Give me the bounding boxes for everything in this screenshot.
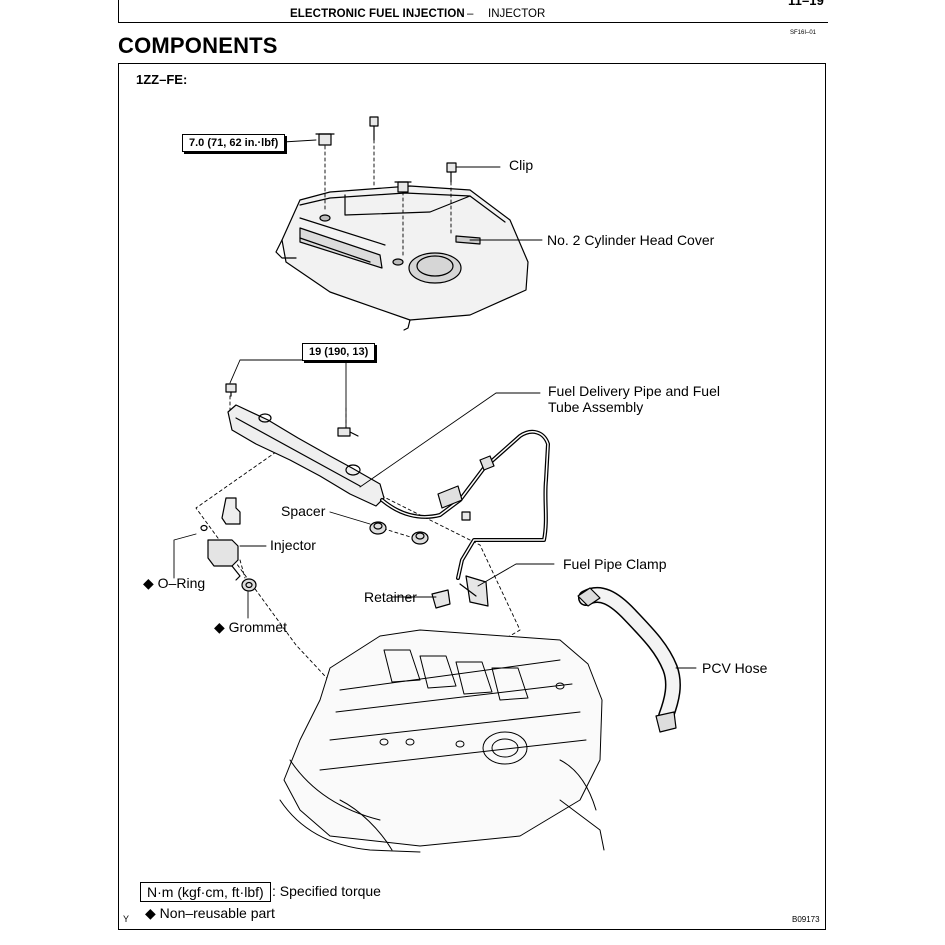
engine-label: 1ZZ–FE: [136,72,188,87]
cylinder-head-cover-drawing [275,185,529,331]
figure-frame [118,63,826,930]
label-delivery-pipe-line1: Fuel Delivery Pipe and Fuel [548,383,720,399]
injector-drawing [200,497,257,592]
grommet-text: Grommet [228,619,288,635]
corner-mark-left: Y [123,914,130,924]
retainer-clamp-drawing [431,575,489,609]
non-reusable-marker-icon: ◆ [143,575,154,591]
non-reusable-marker-icon: ◆ [214,619,225,635]
header-dash: – [467,8,474,20]
label-head-cover: No. 2 Cylinder Head Cover [547,232,715,248]
legend-torque-desc: : Specified torque [272,883,381,899]
non-reusable-marker-icon: ◆ [145,905,156,921]
label-spacer: Spacer [281,503,326,519]
header-section: ELECTRONIC FUEL INJECTION [290,8,465,20]
figure-code: B09173 [792,915,820,924]
fuel-delivery-pipe-drawing [225,383,385,507]
header-subsection: INJECTOR [488,8,546,20]
doc-code: SF16I–01 [790,30,817,36]
torque-spec-delivery-pipe-bolt: 19 (190, 13) [302,343,376,361]
label-grommet: ◆ Grommet [214,619,287,636]
header-rule [118,22,828,23]
page-number: 11–19 [788,0,824,8]
label-o-ring: ◆ O–Ring [143,575,205,592]
page-title: COMPONENTS [118,33,278,58]
label-injector: Injector [270,537,316,553]
header-rule-vertical [118,0,119,23]
label-retainer: Retainer [364,589,417,605]
legend-non-reusable: ◆ Non–reusable part [145,905,275,922]
fuel-tube-drawing [380,429,550,580]
spacers-drawing [369,521,429,545]
o-ring-text: O–Ring [157,575,206,591]
label-clip: Clip [509,157,534,173]
label-delivery-pipe-line2: Tube Assembly [548,399,644,415]
engine-drawing [279,629,605,853]
cover-fasteners-drawing [315,116,457,193]
torque-spec-cover-nut: 7.0 (71, 62 in.·lbf) [182,134,286,152]
legend-torque-units: N·m (kgf·cm, ft·lbf) [140,882,271,902]
label-fuel-pipe-clamp: Fuel Pipe Clamp [563,556,667,572]
pcv-hose-drawing [577,586,681,733]
non-reusable-text: Non–reusable part [159,905,275,921]
label-pcv-hose: PCV Hose [702,660,768,676]
